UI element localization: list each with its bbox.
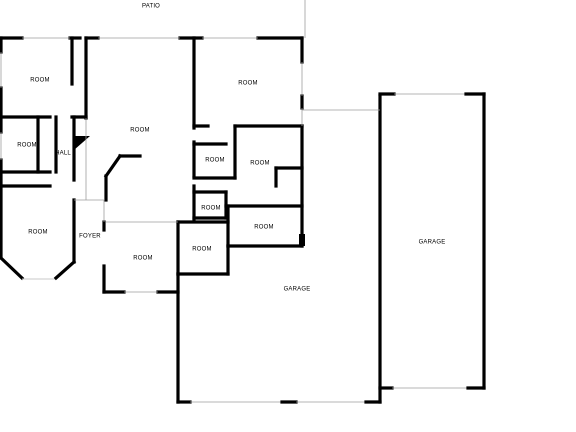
label-room-right-low: ROOM	[254, 225, 273, 231]
garage-main-walls	[176, 94, 382, 404]
label-room-bottom-mid: ROOM	[133, 256, 152, 262]
label-room-center-top: ROOM	[130, 128, 149, 134]
interior-walls	[0, 36, 305, 294]
closet-triangle	[74, 136, 90, 150]
exterior-walls	[0, 36, 304, 260]
label-garage-right: GARAGE	[419, 240, 446, 246]
interior-thin-lines	[0, 37, 303, 293]
label-room-top-right: ROOM	[238, 81, 257, 87]
room-labels: PATIO ROOM ROOM ROOM ROOM HALL ROOM ROOM…	[17, 4, 445, 293]
label-room-small-b: ROOM	[201, 206, 220, 212]
garage-right-walls	[378, 92, 486, 390]
bay-window	[0, 198, 77, 281]
label-garage-main: GARAGE	[284, 287, 311, 293]
label-room-left-mid: ROOM	[17, 143, 36, 149]
label-room-top-left: ROOM	[30, 78, 49, 84]
label-patio: PATIO	[142, 4, 160, 10]
label-room-small-a: ROOM	[205, 158, 224, 164]
label-foyer: FOYER	[79, 234, 101, 240]
label-room-bottom-left: ROOM	[28, 230, 47, 236]
label-room-mid-right: ROOM	[250, 161, 269, 167]
label-hall: HALL	[55, 151, 71, 157]
label-room-small-c: ROOM	[192, 247, 211, 253]
